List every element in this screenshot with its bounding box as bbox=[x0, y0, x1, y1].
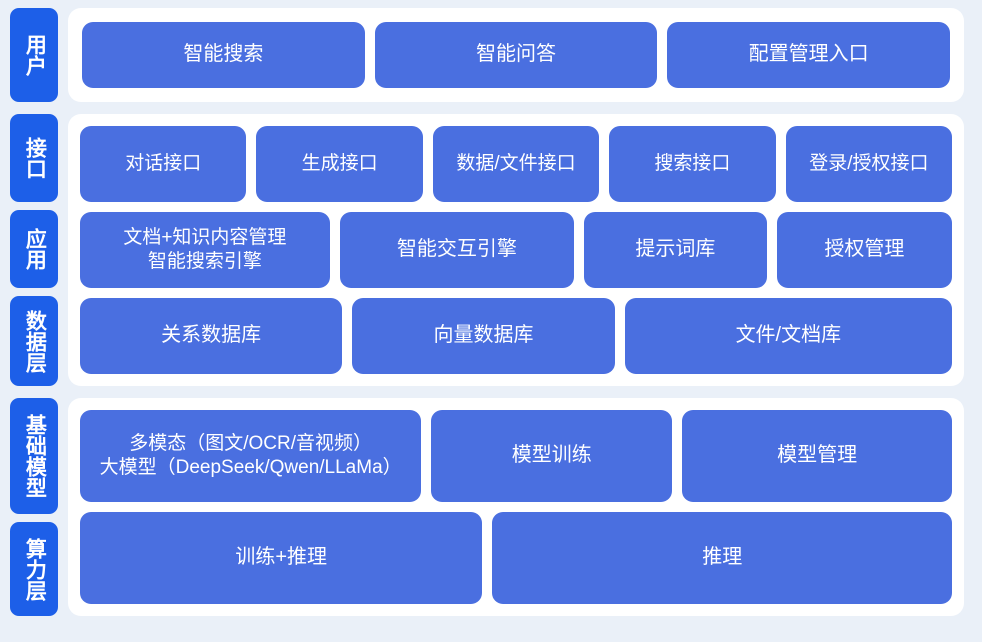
card-training-inference[interactable]: 训练+推理 bbox=[80, 512, 483, 604]
card-file-document-store[interactable]: 文件/文档库 bbox=[624, 298, 952, 374]
card-login-auth-api[interactable]: 登录/授权接口 bbox=[785, 126, 953, 202]
card-vector-database[interactable]: 向量数据库 bbox=[352, 298, 615, 374]
foundation-model-row: 多模态（图文/OCR/音视频） 大模型（DeepSeek/Qwen/LLaMa）… bbox=[80, 410, 952, 502]
rail-tab-application[interactable]: 应用 bbox=[10, 210, 58, 288]
panel-middle: 对话接口 生成接口 数据/文件接口 搜索接口 登录/授权接口 文档+知识内容管理… bbox=[68, 114, 964, 386]
panel-infra: 多模态（图文/OCR/音视频） 大模型（DeepSeek/Qwen/LLaMa）… bbox=[68, 398, 964, 616]
card-interaction-engine[interactable]: 智能交互引擎 bbox=[339, 212, 575, 288]
card-relational-database[interactable]: 关系数据库 bbox=[80, 298, 343, 374]
interface-row: 对话接口 生成接口 数据/文件接口 搜索接口 登录/授权接口 bbox=[80, 126, 953, 202]
rail-middle: 接口 应用 数据层 bbox=[10, 114, 58, 386]
rail-user: 用户 bbox=[10, 8, 58, 102]
rail-tab-data-layer[interactable]: 数据层 bbox=[10, 296, 58, 386]
card-config-management-entry[interactable]: 配置管理入口 bbox=[667, 22, 951, 88]
card-prompt-library[interactable]: 提示词库 bbox=[584, 212, 767, 288]
rail-tab-foundation-model[interactable]: 基础模型 bbox=[10, 398, 58, 514]
section-user: 用户 智能搜索 智能问答 配置管理入口 bbox=[10, 8, 964, 102]
application-row: 文档+知识内容管理 智能搜索引擎 智能交互引擎 提示词库 授权管理 bbox=[80, 212, 952, 288]
rail-tab-interface[interactable]: 接口 bbox=[10, 114, 58, 202]
card-model-training[interactable]: 模型训练 bbox=[431, 410, 673, 502]
card-data-file-api[interactable]: 数据/文件接口 bbox=[432, 126, 600, 202]
card-inference[interactable]: 推理 bbox=[492, 512, 952, 604]
section-interface-application-data: 接口 应用 数据层 对话接口 生成接口 数据/文件接口 搜索接口 登录/授权接口… bbox=[10, 114, 964, 386]
card-search-api[interactable]: 搜索接口 bbox=[609, 126, 776, 202]
data-row: 关系数据库 向量数据库 文件/文档库 bbox=[80, 298, 952, 374]
section-foundation-compute: 基础模型 算力层 多模态（图文/OCR/音视频） 大模型（DeepSeek/Qw… bbox=[10, 398, 964, 616]
card-authorization-management[interactable]: 授权管理 bbox=[776, 212, 952, 288]
user-row: 智能搜索 智能问答 配置管理入口 bbox=[82, 22, 951, 88]
rail-tab-compute-layer[interactable]: 算力层 bbox=[10, 522, 58, 616]
card-model-management[interactable]: 模型管理 bbox=[682, 410, 952, 502]
card-dialog-api[interactable]: 对话接口 bbox=[80, 126, 247, 202]
panel-user: 智能搜索 智能问答 配置管理入口 bbox=[68, 8, 964, 102]
compute-row: 训练+推理 推理 bbox=[80, 512, 952, 604]
card-generation-api[interactable]: 生成接口 bbox=[256, 126, 423, 202]
rail-infra: 基础模型 算力层 bbox=[10, 398, 58, 616]
card-doc-knowledge-management[interactable]: 文档+知识内容管理 智能搜索引擎 bbox=[80, 212, 330, 288]
card-intelligent-search[interactable]: 智能搜索 bbox=[82, 22, 365, 88]
rail-tab-user[interactable]: 用户 bbox=[10, 8, 58, 102]
card-intelligent-qa[interactable]: 智能问答 bbox=[374, 22, 658, 88]
card-multimodal-large-model[interactable]: 多模态（图文/OCR/音视频） 大模型（DeepSeek/Qwen/LLaMa） bbox=[80, 410, 422, 502]
